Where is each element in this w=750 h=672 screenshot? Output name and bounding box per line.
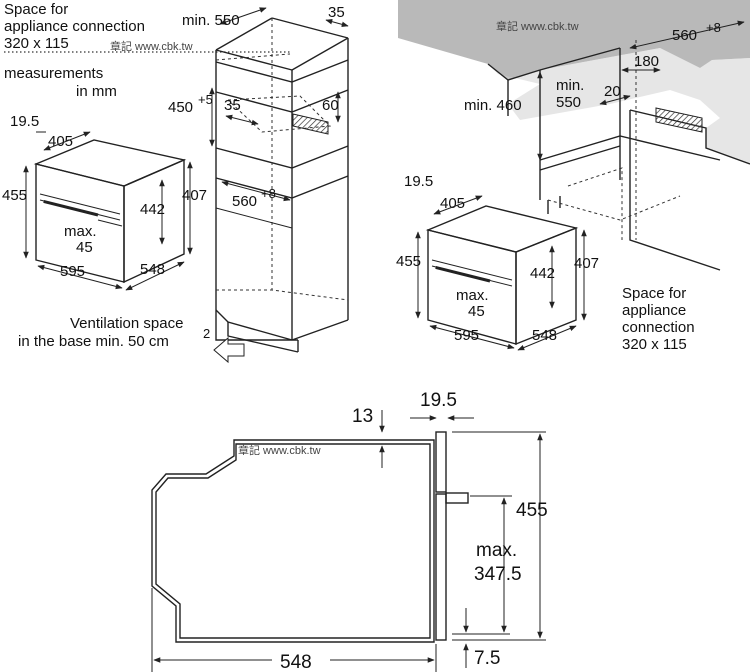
space-label-line2: appliance connection (4, 18, 145, 35)
dim-60: 60 (322, 97, 339, 114)
dim-min460-b: min. 460 (464, 97, 522, 114)
dim-455-a: 455 (2, 187, 27, 204)
watermark-b: 章記 www.cbk.tw (496, 19, 579, 33)
vent-label-2: in the base min. 50 cm (18, 333, 169, 350)
vent-hatch-b (655, 107, 703, 133)
dim-560-tol-b: +8 (706, 20, 721, 35)
dim-548-a: 548 (140, 261, 165, 278)
door-handle (445, 492, 469, 504)
dim-35-mid: 35 (224, 97, 241, 114)
dim-595-b: 595 (454, 327, 479, 344)
space-b-line3: connection (622, 319, 695, 336)
space-b-line1: Space for (622, 285, 686, 302)
vent-label-sup: 2 (203, 326, 210, 341)
dim-180-b: 180 (634, 53, 659, 70)
dim-max-a: max. (64, 223, 97, 240)
dim-max-b: max. (456, 287, 489, 304)
dim-455-b: 455 (396, 253, 421, 270)
dim-548-b: 548 (532, 327, 557, 344)
dim-560-tol: +8 (261, 186, 276, 201)
dim-min-b: min. (556, 77, 584, 94)
dim-407-a: 407 (182, 187, 207, 204)
oven-side-outline (151, 439, 435, 643)
dim-19-5-b: 19.5 (404, 173, 433, 190)
dim-450: 450 (168, 99, 193, 116)
space-b-line2: appliance (622, 302, 686, 319)
space-label-line3: 320 x 115 (4, 35, 69, 52)
dim-442-b: 442 (530, 265, 555, 282)
dim-35-top: 35 (328, 4, 345, 21)
watermark-c: 章記 www.cbk.tw (238, 443, 321, 457)
dim-442-a: 442 (140, 201, 165, 218)
panel-tall-cabinet: Space for appliance connection 320 x 115… (2, 1, 349, 364)
watermark-a: 章記 www.cbk.tw (110, 39, 193, 53)
dim-550-b: 550 (556, 94, 581, 111)
countertop (398, 0, 750, 80)
dim-min550: min. 550 (182, 12, 240, 29)
dim-407-b: 407 (574, 255, 599, 272)
dim-7-5: 7.5 (474, 648, 500, 669)
vent-label-1: Ventilation space (70, 315, 183, 332)
measurements-label-2: in mm (76, 83, 117, 100)
dim-560-b: 560 (672, 27, 697, 44)
dim-45-a: 45 (76, 239, 93, 256)
dim-560: 560 (232, 193, 257, 210)
space-b-line4: 320 x 115 (622, 336, 687, 353)
dim-max-c: max. (476, 540, 517, 561)
dim-595-a: 595 (60, 263, 85, 280)
airflow-arrow-icon (213, 336, 245, 364)
dim-19-5-c: 19.5 (420, 390, 457, 411)
dim-450-tol: +5 (198, 92, 213, 107)
panel-side-profile: 章記 www.cbk.tw 13 19.5 455 max. 347.5 7.5… (151, 390, 548, 672)
tall-cabinet (215, 17, 349, 353)
dim-347-5: 347.5 (474, 564, 522, 585)
dim-45-b: 45 (468, 303, 485, 320)
measurements-label-1: measurements (4, 65, 103, 82)
dim-19-5-a: 19.5 (10, 113, 39, 130)
panel-under-counter: 章記 www.cbk.tw 560 +8 180 min. 460 min. 5… (396, 0, 750, 353)
dim-455-c: 455 (516, 500, 548, 521)
vent-hatch-a (292, 113, 329, 135)
space-label-line1: Space for (4, 1, 68, 18)
dim-548-c: 548 (280, 652, 312, 672)
dim-20-b: 20 (604, 83, 621, 100)
dim-13: 13 (352, 406, 373, 427)
